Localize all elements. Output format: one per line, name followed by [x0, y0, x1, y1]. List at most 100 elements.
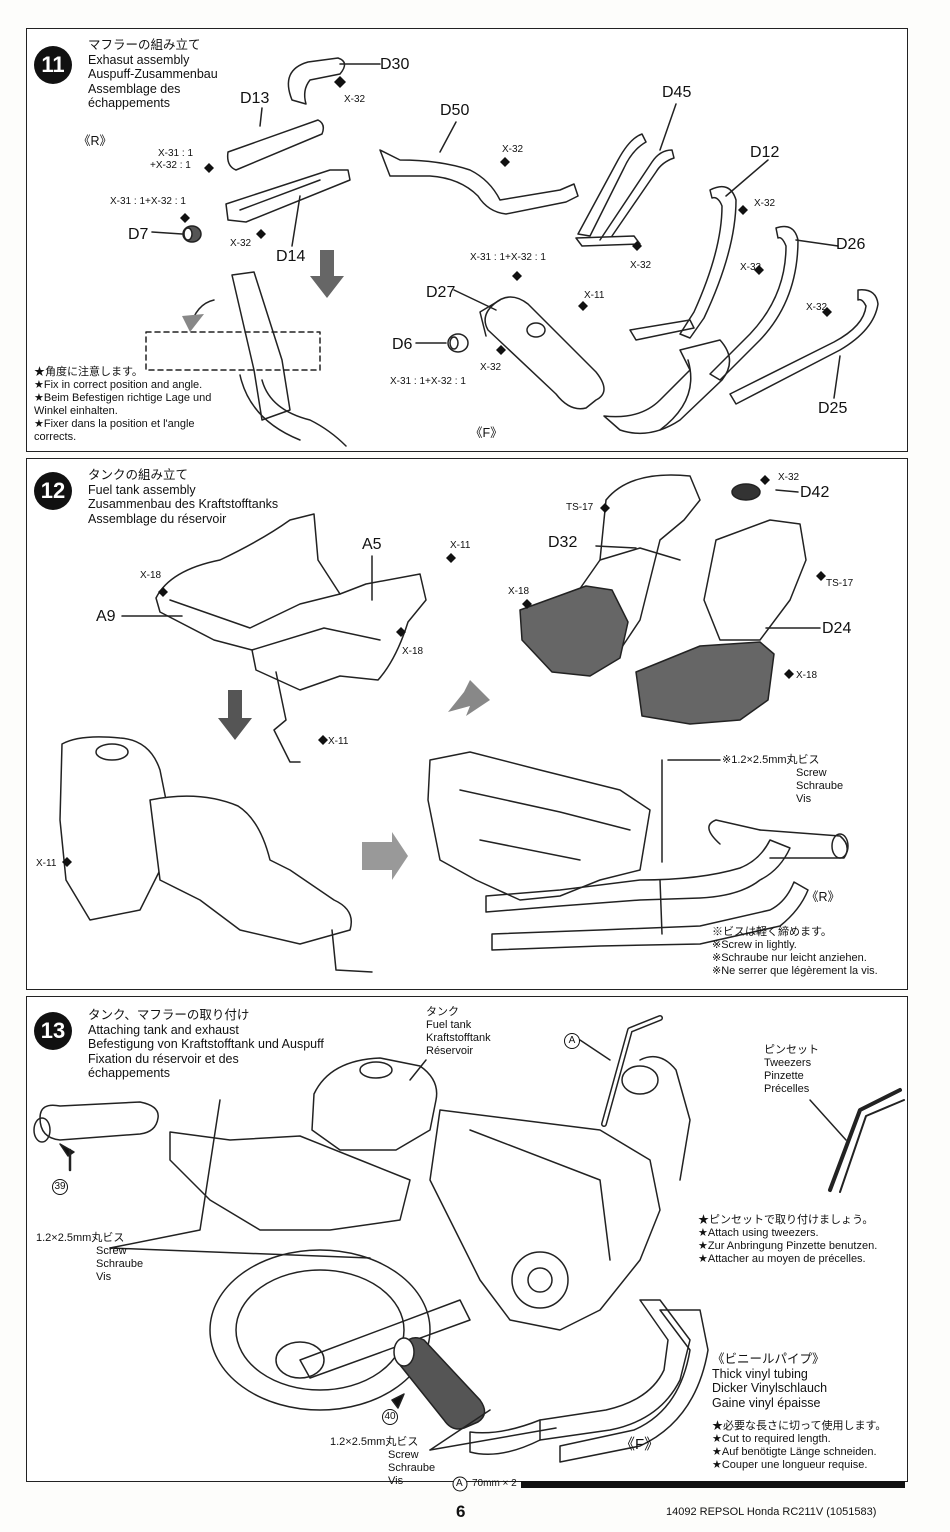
callout-ts17: TS-17 — [566, 502, 594, 513]
part-d26: D26 — [836, 236, 866, 253]
vinyl-note-jp: ★必要な長さに切って使用します。 — [712, 1420, 887, 1432]
callout-x32-d45: X-32 — [630, 260, 652, 271]
screw-fr: Vis — [388, 1475, 404, 1487]
callout-x11-c: X-11 — [36, 858, 57, 869]
page-number: 6 — [456, 1502, 466, 1521]
callout-x32-1: +X-32 : 1 — [150, 160, 191, 171]
tank-label: タンク Fuel tank Kraftstofftank Réservoir — [426, 1006, 491, 1058]
step-12-number: 12 — [34, 472, 72, 510]
angle-note: ★角度に注意します。 ★Fix in correct position and … — [34, 366, 211, 444]
title-jp: マフラーの組み立て — [88, 38, 201, 52]
callout-x32-d25: X-32 — [806, 302, 828, 313]
part-d30: D30 — [380, 56, 410, 73]
callout-x31-x32-f: X-31 : 1+X-32 : 1 — [470, 252, 546, 263]
screw-jp: 1.2×2.5mm丸ビス — [36, 1232, 125, 1244]
side-f-label: 《F》 — [620, 1436, 660, 1453]
part-d13: D13 — [240, 90, 270, 107]
tip-de: ※Schraube nur leicht anziehen. — [712, 952, 867, 964]
part-d12: D12 — [750, 144, 780, 161]
step-12-title: タンクの組み立て Fuel tank assembly Zusammenbau … — [88, 468, 278, 526]
callout-x31-x32: X-31 : 1+X-32 : 1 — [110, 196, 186, 207]
note-line: ★Fix in correct position and angle. — [34, 379, 203, 391]
title-fr-2: échappements — [88, 96, 171, 110]
tank-jp: タンク — [426, 1006, 459, 1018]
screw-de: Schraube — [796, 780, 844, 792]
vinyl-de: Dicker Vinylschlauch — [712, 1381, 828, 1395]
callout-x18: X-18 — [140, 570, 162, 581]
title-en: Fuel tank assembly — [88, 482, 196, 497]
screw-en: Screw — [796, 767, 827, 779]
step-11-panel — [26, 28, 908, 452]
part-39: 39 — [52, 1178, 68, 1195]
title-de: Zusammenbau des Kraftstofftanks — [88, 497, 279, 511]
note-line: Winkel einhalten. — [34, 405, 118, 417]
tweezer-note-jp: ★ピンセットで取り付けましょう。 — [698, 1214, 874, 1226]
vinyl-jp: 《ビニールパイプ》 — [712, 1352, 825, 1366]
screw-tip: ※ビスは軽く締めます。 ※Screw in lightly. ※Schraube… — [712, 926, 878, 978]
vinyl-fr: Gaine vinyl épaisse — [712, 1395, 821, 1410]
part-a5: A5 — [362, 536, 382, 553]
part-d32: D32 — [548, 534, 578, 551]
title-fr: Assemblage des — [88, 81, 181, 96]
screw-jp: 1.2×2.5mm丸ビス — [330, 1436, 419, 1448]
vinyl-note-de: ★Auf benötigte Länge schneiden. — [712, 1446, 877, 1458]
screw-label: ※1.2×2.5mm丸ビス Screw Schraube Vis — [722, 754, 843, 806]
vinyl-note-fr: ★Couper une longueur requise. — [712, 1459, 868, 1471]
tweezer-note-en: ★Attach using tweezers. — [698, 1227, 819, 1239]
screw-de: Schraube — [96, 1258, 144, 1270]
screw-en: Screw — [388, 1449, 419, 1461]
note-line: ★Fixer dans la position et l'angle — [34, 418, 195, 430]
tank-de: Kraftstofftank — [426, 1032, 491, 1044]
tip-en: ※Screw in lightly. — [712, 939, 797, 951]
part-d14: D14 — [276, 248, 306, 265]
tank-en: Fuel tank — [426, 1019, 472, 1031]
product-code: 14092 REPSOL Honda RC211V (1051583) — [666, 1506, 877, 1518]
screw-left-label: 1.2×2.5mm丸ビス Screw Schraube Vis — [36, 1232, 143, 1284]
part-40-circle: 40 — [382, 1409, 398, 1425]
part-d42: D42 — [800, 484, 830, 501]
side-f-label: 《F》 — [470, 426, 503, 440]
callout-x32-d14: X-32 — [230, 238, 252, 249]
step-11-number: 11 — [34, 46, 72, 84]
screw-bottom-label: 1.2×2.5mm丸ビス Screw Schraube Vis — [330, 1436, 435, 1488]
title-jp: タンク、マフラーの取り付け — [88, 1008, 250, 1022]
tubing-scale-bar — [521, 1481, 905, 1488]
title-jp: タンクの組み立て — [88, 468, 189, 482]
tip-fr: ※Ne serrer que légèrement la vis. — [712, 965, 878, 977]
tweezers-jp: ピンセット — [764, 1044, 819, 1056]
step-12-panel — [26, 458, 908, 990]
callout-x32-d6: X-32 — [480, 362, 502, 373]
title-en: Exhasut assembly — [88, 52, 190, 67]
side-r-label: 《R》 — [78, 134, 113, 148]
marker-a-circle: A — [564, 1033, 580, 1049]
part-d6: D6 — [392, 336, 413, 353]
tweezers-en: Tweezers — [764, 1057, 812, 1069]
title-fr: Assemblage du réservoir — [88, 511, 227, 526]
tip-jp: ※ビスは軽く締めます。 — [712, 926, 832, 938]
tubing-marker: A — [456, 1478, 463, 1489]
part-d24: D24 — [822, 620, 852, 637]
marker-a: A — [564, 1032, 580, 1049]
step-13-title: タンク、マフラーの取り付け Attaching tank and exhaust… — [88, 1008, 324, 1081]
part-d25: D25 — [818, 400, 848, 417]
part-40: 40 — [382, 1408, 398, 1425]
callout-x32: X-32 — [344, 94, 366, 105]
note-line: ★角度に注意します。 — [34, 366, 143, 378]
vinyl-note-en: ★Cut to required length. — [712, 1433, 831, 1445]
title-fr: Fixation du réservoir et des — [88, 1051, 239, 1066]
callout-x18-b: X-18 — [402, 646, 424, 657]
tweezer-note: ★ピンセットで取り付けましょう。 ★Attach using tweezers.… — [698, 1214, 877, 1266]
tubing-length: 70mm × 2 — [472, 1478, 517, 1489]
callout-x31-1: X-31 : 1 — [158, 148, 194, 159]
part-39-circle: 39 — [52, 1179, 68, 1195]
title-fr-2: échappements — [88, 1066, 171, 1080]
title-en: Attaching tank and exhaust — [88, 1022, 239, 1037]
note-line: ★Beim Befestigen richtige Lage und — [34, 392, 212, 404]
side-r-label: 《R》 — [806, 890, 841, 904]
vinyl-note: ★必要な長さに切って使用します。 ★Cut to required length… — [712, 1420, 886, 1472]
step-11-title: マフラーの組み立て Exhasut assembly Auspuff-Zusam… — [88, 38, 218, 111]
callout-x32: X-32 — [778, 472, 800, 483]
